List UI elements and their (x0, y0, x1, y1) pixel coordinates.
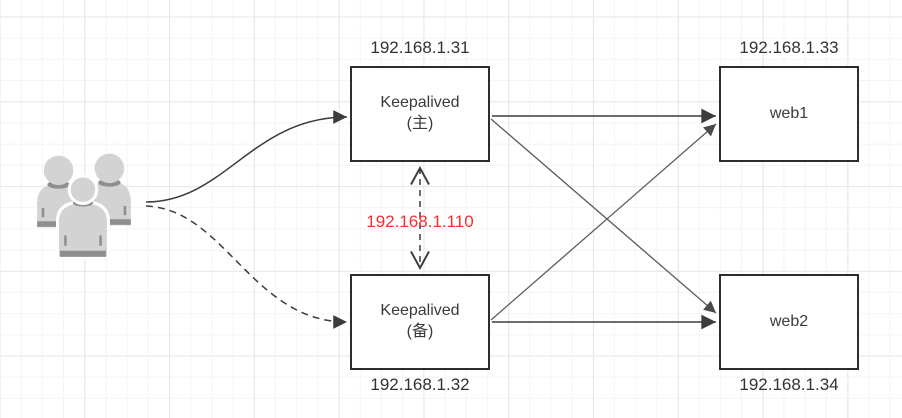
node-web2[interactable]: web2 (719, 274, 859, 370)
ip-label-web1: 192.168.1.33 (739, 38, 839, 57)
node-keepalived-master[interactable]: Keepalived (主) (350, 66, 490, 162)
edge-users-to-backup[interactable] (145, 205, 348, 329)
node-title: web2 (769, 312, 809, 330)
node-title: Keepalived (380, 302, 460, 320)
node-subtitle: (备) (406, 323, 434, 340)
node-title: Keepalived (380, 94, 460, 112)
edge-users-to-master[interactable] (145, 110, 348, 203)
ip-label-keepalived-backup: 192.168.1.32 (370, 375, 470, 394)
virtual-ip-label: 192.168.1.110 (366, 212, 474, 231)
edge-master-to-web2[interactable] (490, 118, 717, 314)
node-subtitle: (主) (406, 115, 434, 132)
node-title: web1 (769, 104, 809, 122)
node-keepalived-backup[interactable]: Keepalived (备) (350, 274, 490, 370)
person-front (55, 174, 110, 260)
ip-label-keepalived-master: 192.168.1.31 (370, 38, 470, 57)
node-web1[interactable]: web1 (719, 66, 859, 162)
ip-label-web2: 192.168.1.34 (739, 375, 839, 394)
users-icon[interactable] (34, 150, 136, 264)
edge-backup-to-web1[interactable] (490, 123, 717, 321)
